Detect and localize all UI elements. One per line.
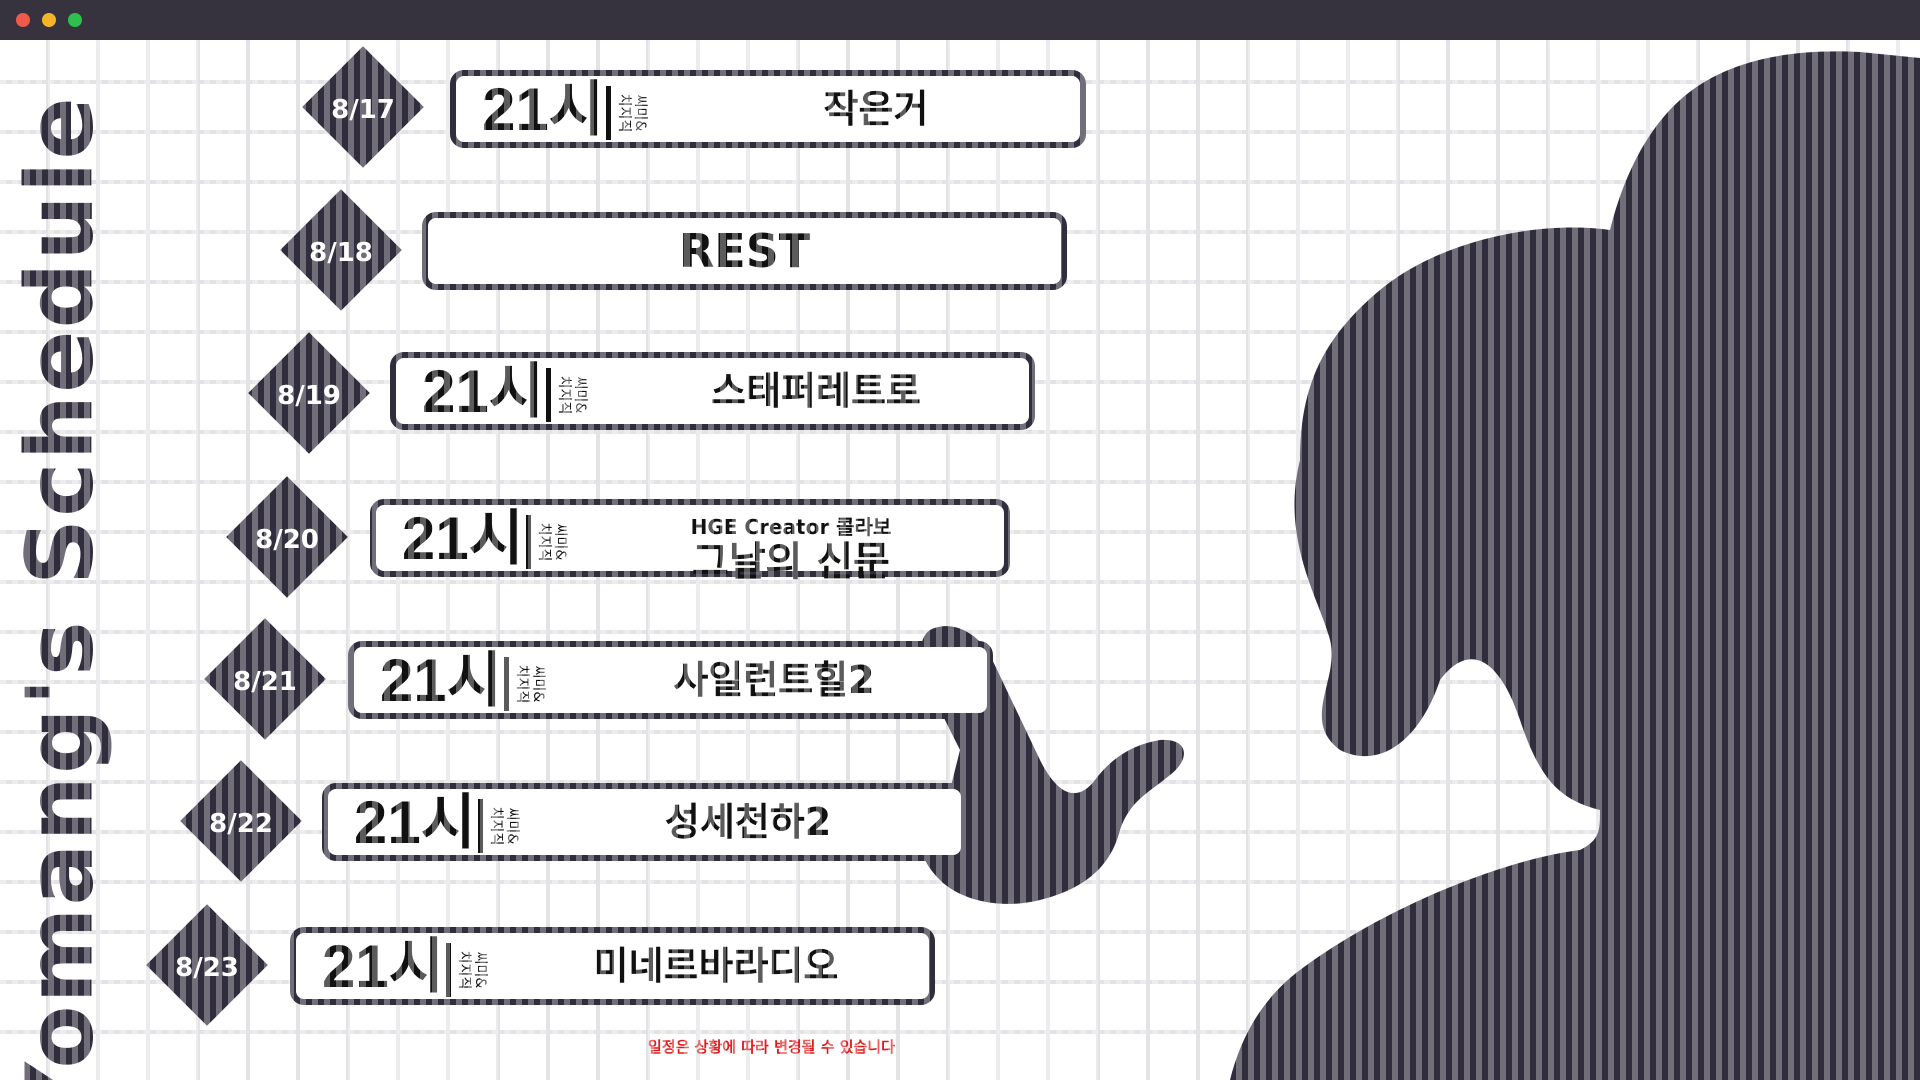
time-label: 21시 [322, 933, 444, 1000]
game-title: 작은거 [823, 87, 929, 131]
platform-label: 씨미& 치지직 [616, 93, 648, 133]
window-titlebar [0, 0, 1920, 40]
divider [526, 515, 531, 569]
date-label: 8/17 [331, 95, 395, 125]
game-title: 미네르바라디오 [593, 944, 839, 988]
divider [546, 368, 551, 422]
time-label: 21시 [380, 647, 502, 714]
maximize-window-button[interactable] [68, 13, 82, 27]
time-label: 21시 [482, 76, 604, 143]
time-label: 21시 [422, 358, 544, 425]
divider [478, 799, 483, 853]
platform-label: 씨미& 치지직 [488, 806, 520, 846]
divider [446, 943, 451, 997]
schedule-card: REST [422, 212, 1067, 290]
schedule-card: 21시 씨미& 치지직 성세천하2 [322, 783, 967, 861]
schedule-card: 21시 씨미& 치지직 미네르바라디오 [290, 927, 935, 1005]
platform-label: 씨미& 치지직 [556, 375, 588, 415]
schedule-card: 21시 씨미& 치지직 HGE Creator 콜라보 그날의 신문 [370, 499, 1010, 585]
date-label: 8/23 [175, 953, 239, 983]
minimize-window-button[interactable] [42, 13, 56, 27]
date-label: 8/19 [277, 381, 341, 411]
close-window-button[interactable] [16, 13, 30, 27]
schedule-notice: 일정은 상황에 따라 변경될 수 있습니다 [648, 1038, 895, 1056]
schedule-card: 21시 씨미& 치지직 스태퍼레트로 [390, 352, 1035, 430]
game-title: 성세천하2 [664, 800, 832, 844]
platform-label: 씨미& 치지직 [536, 522, 568, 562]
schedule-card: 21시 씨미& 치지직 작은거 [450, 70, 1086, 148]
date-label: 8/18 [309, 238, 373, 268]
game-title: 스태퍼레트로 [711, 369, 921, 413]
collab-label: HGE Creator 콜라보 [690, 515, 892, 539]
rest-label: REST [678, 224, 811, 278]
platform-label: 씨미& 치지직 [514, 664, 546, 704]
game-title: 그날의 신문 [692, 539, 890, 585]
date-label: 8/22 [209, 809, 273, 839]
divider [606, 86, 611, 140]
divider [504, 657, 509, 711]
schedule-title: Yomang's Schedule [6, 95, 114, 1080]
game-title: 사일런트힐2 [673, 658, 875, 702]
time-label: 21시 [354, 789, 476, 856]
platform-label: 씨미& 치지직 [456, 950, 488, 990]
date-label: 8/20 [255, 525, 319, 555]
schedule-card: 21시 씨미& 치지직 사일런트힐2 [348, 641, 993, 719]
date-label: 8/21 [233, 667, 297, 697]
time-label: 21시 [402, 505, 524, 572]
vertical-title: Yomang's Schedule [0, 95, 120, 1080]
schedule-canvas: Yomang's Schedule 8/17 21시 씨미& 치지직 작은거 8… [0, 40, 1920, 1080]
